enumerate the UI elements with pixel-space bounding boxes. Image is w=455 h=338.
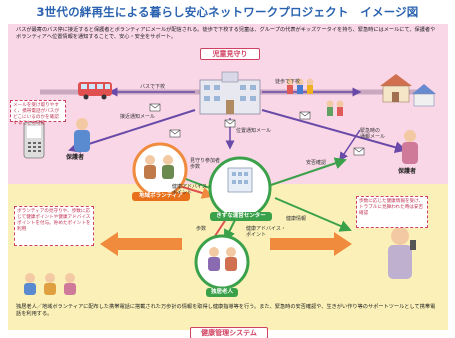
elderly-circle xyxy=(194,234,250,290)
steps-mid-label: 歩数 xyxy=(196,226,207,232)
steps-left-label: 見守り参加者 歩数 xyxy=(190,158,221,170)
health-header: 健康管理システム xyxy=(190,327,268,338)
bus-icon xyxy=(78,82,112,100)
bottom-description: 独居老人／地域ボランティアに配布した携帯電話に搭載された万歩計の情報を取得し健康… xyxy=(16,304,436,317)
page-title: 3世代の絆再生による暮らし安心ネットワークプロジェクト イメージ図 xyxy=(36,5,419,19)
emergency-mail-label: 緊急時の 通報メール xyxy=(360,128,386,140)
health-advice-left-label: 健康アドバイス・ ポイント xyxy=(172,184,212,196)
elderly-label: 独居老人 xyxy=(206,288,238,297)
mail-envelope-icon xyxy=(149,103,365,156)
child-watch-header: 児童見守り xyxy=(200,48,260,60)
phone-note: メールを受け取りやすく、携帯電話がバスがどこにいるのかを確認することも可能 xyxy=(10,100,66,126)
volunteer-people-icon xyxy=(144,155,174,179)
walk-label: 徒歩で下校 xyxy=(275,79,301,85)
elderly-phone-icon xyxy=(388,220,418,279)
center-building-icon xyxy=(227,167,253,193)
elderly-group-icon xyxy=(24,273,76,295)
volunteer-label: 地域ボランティア xyxy=(132,192,190,201)
guardian-left-label: 保護者 xyxy=(66,154,85,161)
mobile-phone-icon xyxy=(23,121,45,159)
health-advice-mid-label: 健康アドバイス・ ポイント xyxy=(246,226,286,238)
approach-mail-label: 接近通知メール xyxy=(120,114,156,120)
bus-label: バスで下校 xyxy=(140,84,166,90)
center-label: きずな運営センター xyxy=(210,212,272,221)
safety-check-label: 安否確認 xyxy=(306,160,327,166)
volunteer-note: ボランティアの見守りや、歩数に応じて健康ポイントや健康アドバイスポイントを付与。… xyxy=(14,206,94,246)
top-description: バスが最寄のバス停に接近すると保護者とボランティアにメールが配信される。徒歩で下… xyxy=(16,27,436,40)
position-mail-label: 位置通知メール xyxy=(236,128,272,134)
house-icon xyxy=(380,74,436,107)
arrow-left-shape xyxy=(100,232,182,256)
elderly-note: 歩数に応じた健康情報を受け、トラブルに見舞われた時は安否確認 xyxy=(356,196,428,228)
children-group-icon xyxy=(286,78,344,116)
elderly-people-icon xyxy=(208,247,237,271)
guardian-right-label: 保護者 xyxy=(398,168,417,175)
guardian-right-icon xyxy=(402,130,418,164)
school-building-icon xyxy=(199,71,261,115)
health-info-label: 健康情報 xyxy=(286,216,307,222)
guardian-left-icon xyxy=(74,118,90,152)
arrow-right-shape xyxy=(270,232,352,256)
